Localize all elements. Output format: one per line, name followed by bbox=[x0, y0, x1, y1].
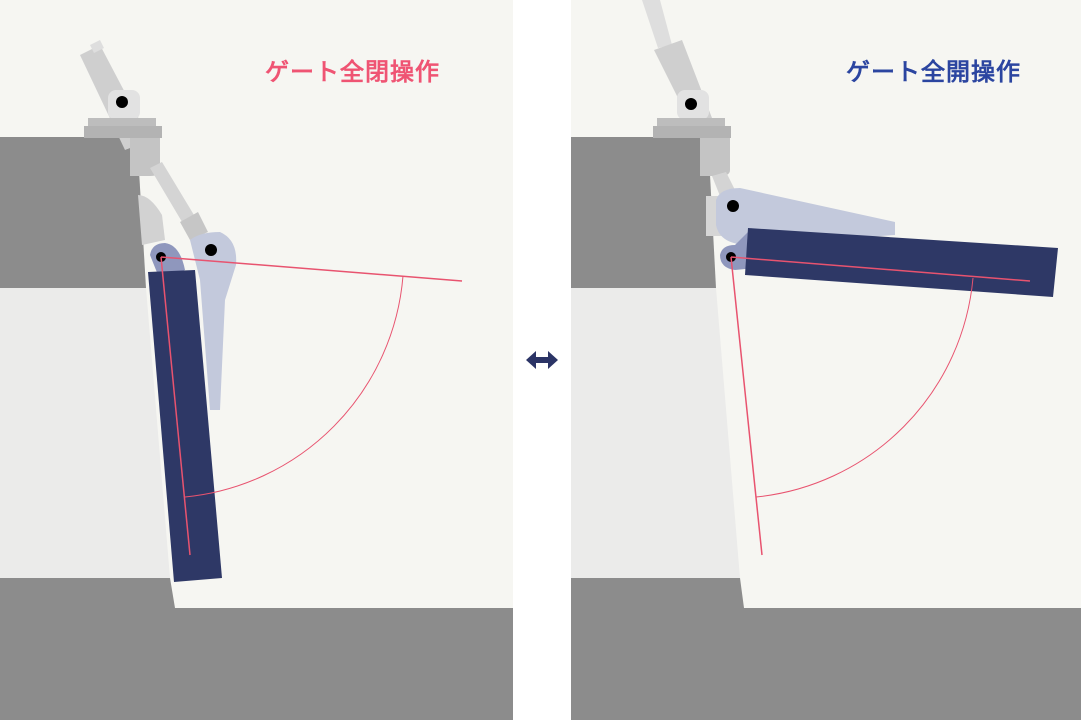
wall-face bbox=[0, 288, 170, 578]
open-operation-title: ゲート全開操作 bbox=[846, 58, 1021, 86]
rotation-lines bbox=[160, 256, 463, 556]
open-gate-panel bbox=[571, 0, 1081, 720]
rotation-lines bbox=[730, 256, 1031, 556]
closed-gate-panel bbox=[0, 0, 513, 720]
gate-leaf bbox=[148, 270, 222, 582]
upper-wall bbox=[0, 137, 146, 288]
floor bbox=[0, 578, 513, 720]
gate-arm bbox=[190, 232, 237, 410]
hydraulic-cylinder bbox=[80, 40, 208, 245]
gate-leaf bbox=[745, 228, 1058, 297]
closed-operation-title: ゲート全閉操作 bbox=[265, 58, 440, 86]
double-arrow-icon bbox=[526, 351, 558, 369]
